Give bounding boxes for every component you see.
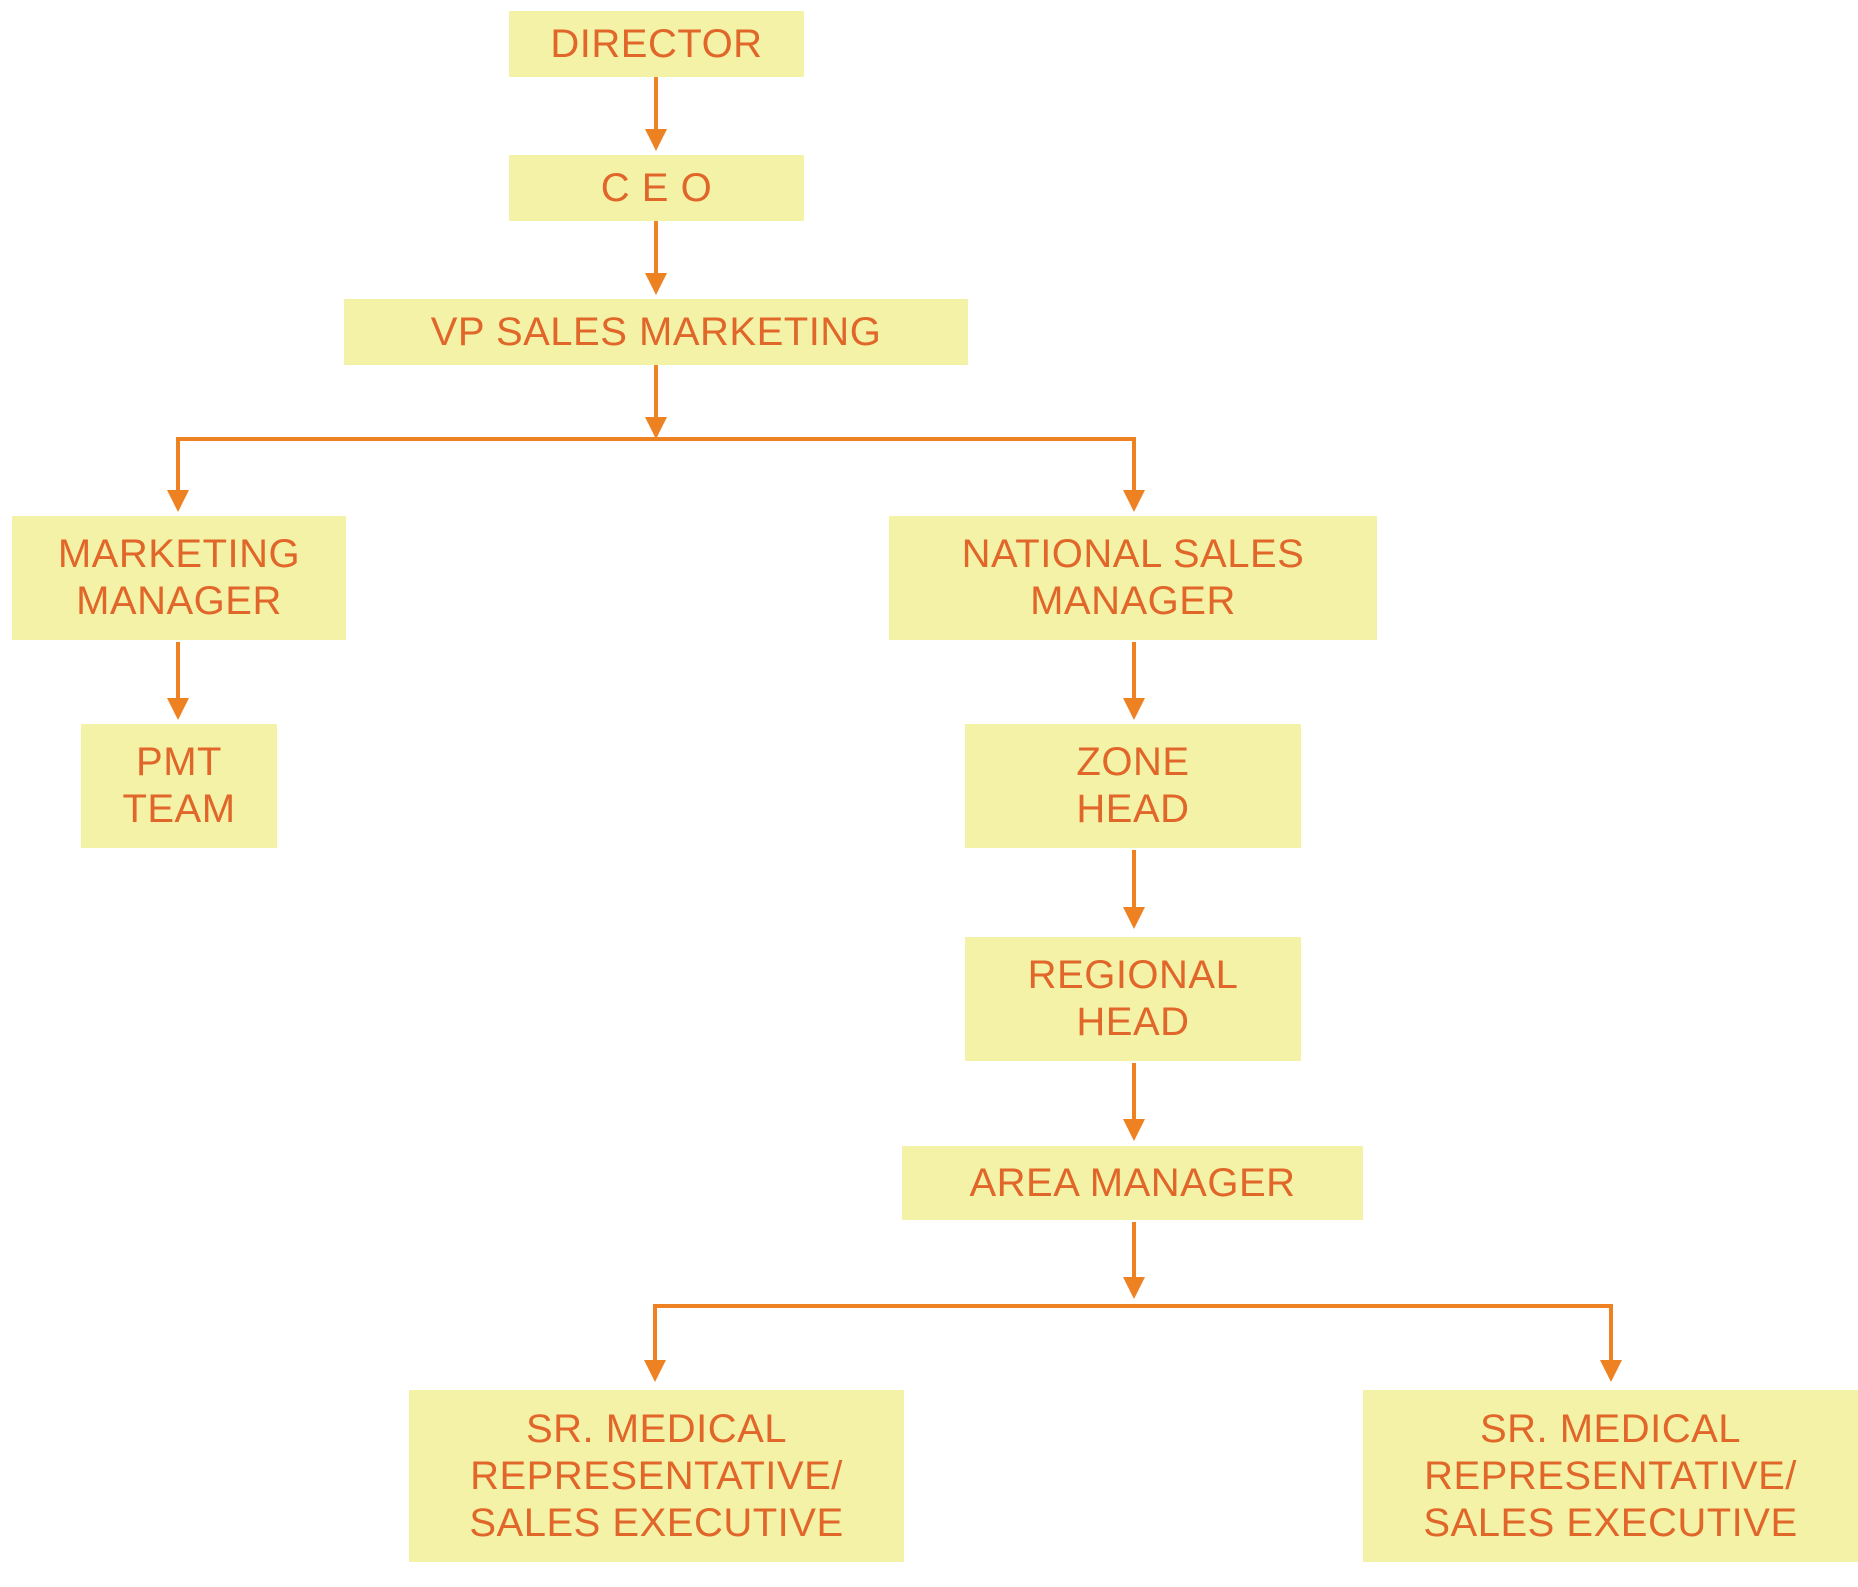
sr-medical-rep-left-box: SR. MEDICAL REPRESENTATIVE/ SALES EXECUT… (409, 1390, 904, 1562)
arrow-to-marketing-manager-head (167, 490, 189, 512)
arrow-vp-junction-head (645, 417, 667, 439)
arrow-zone-regional-head (1123, 907, 1145, 929)
arrow-ceo-vp-head (645, 273, 667, 295)
pmt-team-label: PMT TEAM (122, 740, 236, 831)
sr-medical-rep-left-label: SR. MEDICAL REPRESENTATIVE/ SALES EXECUT… (469, 1406, 844, 1545)
regional-head-label: REGIONAL HEAD (1027, 953, 1239, 1044)
sr-medical-rep-right-box: SR. MEDICAL REPRESENTATIVE/ SALES EXECUT… (1363, 1390, 1858, 1562)
arrow-area-junction-head (1123, 1277, 1145, 1299)
director-box: DIRECTOR (509, 11, 804, 77)
sr-medical-rep-right-label: SR. MEDICAL REPRESENTATIVE/ SALES EXECUT… (1423, 1406, 1798, 1545)
pmt-team-box: PMT TEAM (81, 724, 277, 848)
arrow-director-ceo-head (645, 129, 667, 151)
vp-sales-marketing-box: VP SALES MARKETING (344, 299, 968, 365)
marketing-manager-box: MARKETING MANAGER (12, 516, 346, 640)
arrow-to-sr-rep-right-head (1600, 1360, 1622, 1382)
marketing-manager-label: MARKETING MANAGER (57, 532, 301, 623)
arrow-regional-area-head (1123, 1119, 1145, 1141)
arrow-to-sr-rep-left-head (644, 1360, 666, 1382)
director-label: DIRECTOR (550, 21, 763, 66)
area-manager-label: AREA MANAGER (969, 1160, 1296, 1205)
arrow-nsm-zone-head (1123, 698, 1145, 720)
national-sales-manager-box: NATIONAL SALES MANAGER (889, 516, 1377, 640)
ceo-box: C E O (509, 155, 804, 221)
zone-head-box: ZONE HEAD (965, 724, 1301, 848)
ceo-label: C E O (600, 165, 713, 210)
regional-head-box: REGIONAL HEAD (965, 937, 1301, 1061)
vp-sales-marketing-label: VP SALES MARKETING (430, 309, 882, 354)
arrow-to-national-sales-manager-head (1123, 490, 1145, 512)
arrow-mm-pmt-head (167, 698, 189, 720)
area-manager-box: AREA MANAGER (902, 1146, 1363, 1220)
national-sales-manager-label: NATIONAL SALES MANAGER (961, 532, 1305, 623)
zone-head-label: ZONE HEAD (1076, 740, 1190, 831)
